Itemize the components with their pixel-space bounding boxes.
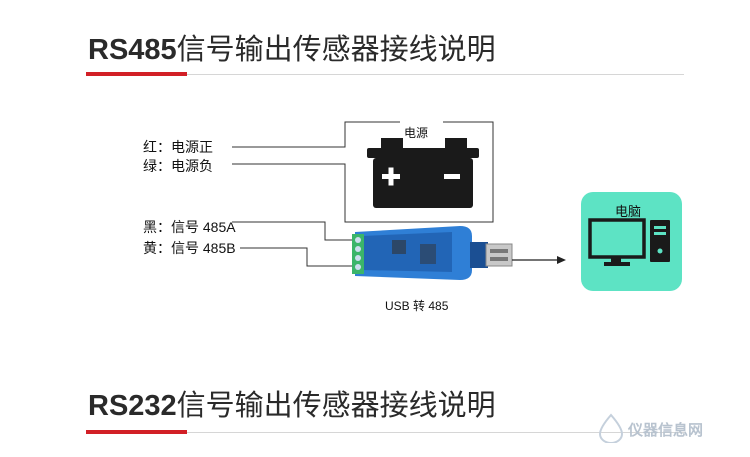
wire-label-yellow: 黄：信号 485B bbox=[143, 240, 236, 256]
usb-485-converter-icon bbox=[352, 226, 513, 280]
wire-label-red: 红：电源正 bbox=[143, 139, 213, 155]
section-title-rs485: RS485信号输出传感器接线说明 bbox=[88, 36, 496, 65]
section-title-bold: RS232 bbox=[88, 390, 177, 422]
converter-label: USB 转 485 bbox=[385, 299, 449, 313]
wire-green-line bbox=[232, 121, 494, 223]
computer-label: 电脑 bbox=[615, 204, 642, 219]
section-title-rest: 信号输出传感器接线说明 bbox=[176, 390, 496, 422]
section-title-bold: RS485 bbox=[88, 34, 177, 66]
wire-red-line bbox=[232, 121, 400, 148]
title-accent-bar bbox=[86, 430, 187, 434]
battery-icon bbox=[367, 138, 479, 208]
computer-icon bbox=[581, 192, 682, 291]
wire-black-line bbox=[232, 221, 358, 241]
battery-label: 电源 bbox=[404, 126, 429, 140]
wire-label-green: 绿：电源负 bbox=[143, 158, 213, 174]
title-divider bbox=[86, 432, 684, 433]
title-accent-bar bbox=[86, 72, 187, 76]
watermark-text: 仪器信息网 bbox=[628, 421, 704, 439]
title-divider bbox=[86, 74, 684, 75]
watermark-logo-icon bbox=[598, 413, 624, 443]
wire-label-black: 黑：信号 485A bbox=[143, 219, 236, 235]
section-title-rest: 信号输出传感器接线说明 bbox=[176, 34, 496, 66]
arrow-head-icon bbox=[557, 256, 566, 264]
wire-yellow-line bbox=[240, 247, 358, 267]
section-title-rs232: RS232信号输出传感器接线说明 bbox=[88, 392, 496, 421]
